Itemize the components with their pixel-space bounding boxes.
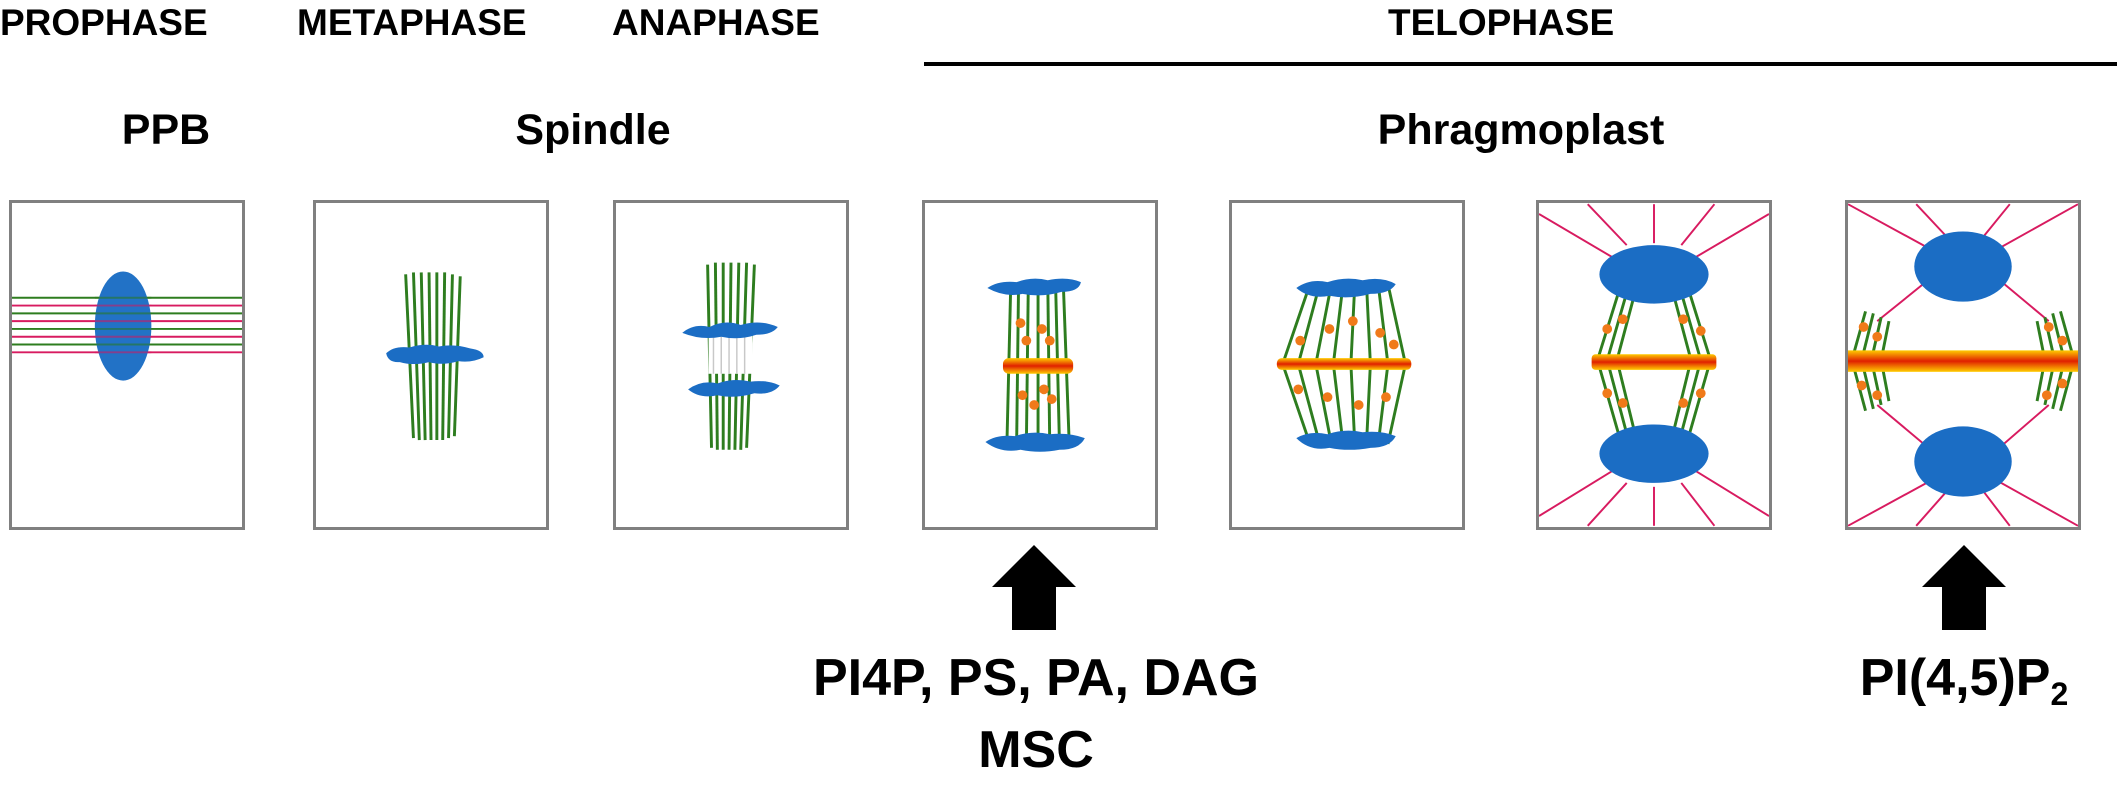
phragmoplast-early-illustration — [985, 278, 1085, 452]
phragmoplast-late-illustration — [1539, 203, 1769, 527]
daughter-nucleus-lower — [1599, 424, 1709, 483]
daughter-nucleus-upper — [1296, 278, 1396, 298]
up-arrow-icon — [1922, 545, 2006, 630]
cell-plate — [1591, 354, 1717, 370]
daughter-nucleus-lower — [985, 432, 1085, 452]
lipid-label-msc: MSC — [978, 721, 1094, 779]
telophase-divider-line — [924, 62, 2117, 66]
panel-metaphase-spindle — [313, 200, 549, 530]
panel-ppb — [9, 200, 245, 530]
chromosomes-metaphase — [386, 344, 484, 365]
cell-plate — [1848, 350, 2078, 372]
phase-label-prophase: PROPHASE — [0, 2, 208, 43]
pip2-subscript: 2 — [2050, 676, 2069, 712]
lipid-label-pip2: PI(4,5)P2 — [1859, 648, 2069, 710]
phase-label-metaphase: METAPHASE — [297, 2, 527, 43]
cell-plate — [1002, 358, 1074, 374]
phase-label-anaphase: ANAPHASE — [612, 2, 820, 43]
ppb-illustration — [12, 271, 242, 381]
panel-phragmoplast-mid — [1229, 200, 1465, 530]
phragmoplast-mid-illustration — [1276, 278, 1412, 450]
chromosomes-lower — [688, 380, 780, 397]
lipid-label-pi4p-ps-pa-dag: PI4P, PS, PA, DAG — [812, 649, 1260, 707]
pip2-main-text: PI(4,5)P — [1859, 649, 2051, 707]
panel-phragmoplast-final — [1845, 200, 2081, 530]
panel-phragmoplast-early — [922, 200, 1158, 530]
daughter-nucleus-upper — [1914, 231, 2012, 302]
metaphase-spindle-illustration — [386, 272, 484, 441]
cell-plate — [1276, 358, 1412, 370]
panel-phragmoplast-late — [1536, 200, 1772, 530]
daughter-nucleus-upper — [987, 278, 1081, 296]
structure-label-phragmoplast: Phragmoplast — [1377, 106, 1665, 154]
nucleus — [94, 271, 152, 381]
anaphase-spindle-illustration — [682, 262, 780, 450]
structure-label-spindle: Spindle — [515, 106, 671, 154]
daughter-nucleus-lower — [1296, 430, 1396, 450]
structure-label-ppb: PPB — [121, 106, 211, 154]
phase-label-telophase: TELOPHASE — [1388, 2, 1615, 43]
up-arrow-icon — [992, 545, 1076, 630]
panel-anaphase-spindle — [613, 200, 849, 530]
daughter-nucleus-upper — [1599, 245, 1709, 304]
chromosomes-upper — [682, 322, 778, 339]
daughter-nucleus-lower — [1914, 426, 2012, 497]
phragmoplast-final-illustration — [1848, 203, 2078, 527]
